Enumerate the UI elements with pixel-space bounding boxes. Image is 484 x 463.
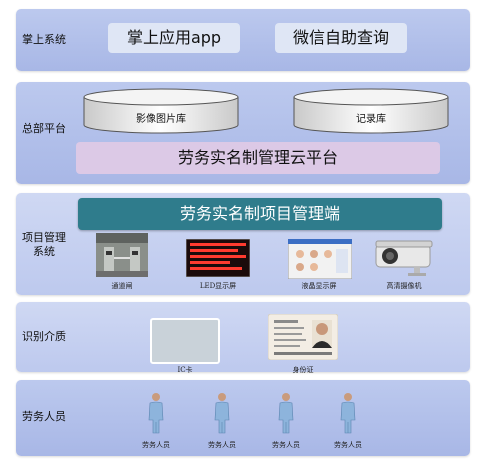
led-screen-caption: LED显示屏 xyxy=(199,282,237,290)
ic-card-icon xyxy=(150,318,220,364)
worker-caption: 劳务人员 xyxy=(334,441,362,449)
project-terminal-box: 劳务实名制项目管理端 xyxy=(78,198,442,230)
project-management-label-line2: 系统 xyxy=(33,245,55,258)
identification-media-layer: 识别介质 IC卡 身份证 xyxy=(16,302,470,374)
mobile-app-box: 掌上应用app xyxy=(108,23,240,53)
ic-card-caption: IC卡 xyxy=(177,366,193,374)
project-management-label-line1: 项目管理 xyxy=(22,231,66,244)
hd-camera-icon xyxy=(374,239,436,277)
hq-platform-label: 总部平台 xyxy=(22,122,66,135)
identification-media-label: 识别介质 xyxy=(22,330,66,343)
project-management-layer: 项目管理 系统 劳务实名制项目管理端 通道闸 LED显示屏 xyxy=(16,193,470,295)
worker-caption: 劳务人员 xyxy=(208,441,236,449)
id-card-caption: 身份证 xyxy=(292,366,314,374)
lcd-monitor-caption: 液晶显示屏 xyxy=(301,282,337,290)
worker-figure-icon xyxy=(212,392,232,434)
id-card-icon xyxy=(267,313,339,361)
worker-figure-icon xyxy=(146,392,166,434)
hq-platform-layer: 总部平台 影像图片库 记录库 劳务实名制管理云平台 xyxy=(16,82,470,184)
worker-caption: 劳务人员 xyxy=(272,441,300,449)
mobile-system-label: 掌上系统 xyxy=(22,33,66,46)
worker-figure-icon xyxy=(338,392,358,434)
workers-layer: 劳务人员 劳务人员 劳务人员 劳务人员 劳务人员 xyxy=(16,380,470,456)
wechat-query-box: 微信自助查询 xyxy=(275,23,407,53)
led-screen-icon xyxy=(185,238,251,278)
record-database-label: 记录库 xyxy=(356,114,386,125)
hd-camera-caption: 高清摄像机 xyxy=(386,282,422,290)
turnstile-gate-caption: 通道闸 xyxy=(111,282,133,290)
worker-caption: 劳务人员 xyxy=(142,441,170,449)
project-management-label: 项目管理 系统 xyxy=(16,231,72,259)
turnstile-gate-icon xyxy=(96,233,148,277)
image-database-cylinder: 影像图片库 xyxy=(82,88,240,134)
mobile-system-layer: 掌上系统 掌上应用app 微信自助查询 xyxy=(16,9,470,71)
lcd-monitor-icon xyxy=(287,238,353,280)
cloud-platform-box: 劳务实名制管理云平台 xyxy=(76,142,440,174)
record-database-cylinder: 记录库 xyxy=(292,88,450,134)
image-database-label: 影像图片库 xyxy=(136,114,186,125)
worker-figure-icon xyxy=(276,392,296,434)
workers-label: 劳务人员 xyxy=(22,410,66,423)
